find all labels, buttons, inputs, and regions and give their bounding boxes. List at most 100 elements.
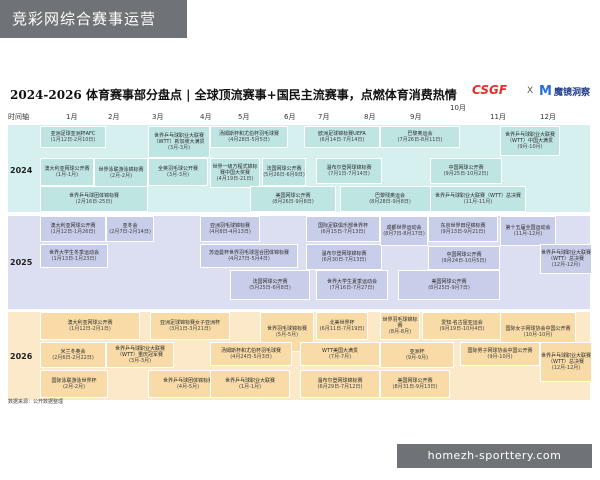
event-dates: (2月16日-25日) xyxy=(75,199,113,205)
event-dates: (6月14日-7月14日) xyxy=(319,137,365,143)
event-dates: (4月19日-21日) xyxy=(216,176,254,182)
event-dates: (1月12日-2月10日) xyxy=(50,137,96,143)
event-dates: (1月-1月) xyxy=(55,172,79,178)
event-name: 世界乒乓球职业大联赛（WTT）新加坡大满贯 xyxy=(153,133,205,145)
month-6: 6月 xyxy=(284,113,296,121)
event-2024-e10: 世界一级方程式锦标赛中国大奖赛(4月19日-21日) xyxy=(210,158,260,188)
event-name: 世界乒乓球职业大联赛（WTT）重庆冠军赛 xyxy=(114,346,165,358)
event-dates: (11月-11月) xyxy=(463,199,493,205)
event-name: 巴黎残奥运会 xyxy=(374,193,405,199)
month-4: 4月 xyxy=(200,113,212,121)
event-2024-e14: 巴黎残奥运会(8月28日-9月8日) xyxy=(340,186,440,212)
event-name: 巴黎奥运会 xyxy=(407,131,433,137)
event-name: 世界乒乓球职业大联赛（WTT）总决赛 xyxy=(435,193,521,199)
event-2026-e47: 国际泳联游泳世界杯(2月-2月) xyxy=(40,370,108,398)
chart-title: 2024-2026 体育赛事部分盘点 | 全球顶流赛事+国民主流赛事，点燃体育消… xyxy=(10,88,457,102)
event-name: 世界乒乓球职业大联赛（WTT）总决赛 xyxy=(541,353,592,365)
event-dates: (4月28日-5月5日) xyxy=(228,137,270,143)
event-dates: (12月-12月) xyxy=(551,262,581,268)
event-dates: (2月6日-2月22日) xyxy=(52,355,94,361)
event-name: 爱知·名古屋亚运会 xyxy=(441,320,483,326)
event-dates: (5月25日-6月8日) xyxy=(249,285,291,291)
event-name: 国际男子网球协会中国公开赛 xyxy=(467,348,533,354)
event-name: 美国网球公开赛 xyxy=(275,193,311,199)
event-name: 澳大利亚网球公开赛 xyxy=(67,320,113,326)
event-name: 亚洲羽毛球锦标赛 xyxy=(209,223,250,229)
event-name: 法国网球公开赛 xyxy=(266,166,302,172)
event-2025-e30: 世界乒乓球职业大联赛（WTT）总决赛(12月-12月) xyxy=(540,244,592,274)
event-2024-e7: 澳大利亚网球公开赛(1月-1月) xyxy=(40,158,94,186)
event-2026-e38: 爱知·名古屋亚运会(9月19日-10月4日) xyxy=(422,312,502,340)
event-2024-e1: 亚洲足球亚洲杯AFC(1月12日-2月10日) xyxy=(40,126,106,148)
event-dates: (8月26日-9月8日) xyxy=(272,199,314,205)
event-2026-e49: 温布尔登网球锦标赛(6月29日-7月12日) xyxy=(300,370,380,398)
event-2024-e9: 全英羽毛球公开赛(3月-3月) xyxy=(148,158,208,186)
event-dates: (2月-2月) xyxy=(109,173,133,179)
month-7: 7月 xyxy=(318,113,330,121)
event-name: 东京世界田径锦标赛 xyxy=(440,223,486,229)
event-dates: (9月13日-9月21日) xyxy=(440,229,486,235)
month-9: 9月 xyxy=(410,113,422,121)
event-2024-e12: 法国网球公开赛(5月26日-6月9日) xyxy=(262,158,306,186)
event-name: 温布尔登网球锦标赛 xyxy=(326,165,372,171)
event-name: 世界乒乓球职业大联赛（WTT）总决赛 xyxy=(541,250,592,262)
event-2025-e29: 第十五届全国运动会(11月-12月) xyxy=(500,216,556,246)
event-name: 汤姆斯杯和尤伯杯羽毛球赛 xyxy=(220,348,281,354)
event-2026-e36: 北美世界杯(6月11日-7月19日) xyxy=(316,312,368,340)
event-2026-e33: 澳大利亚网球公开赛(1月12日-2月1日) xyxy=(40,312,140,340)
event-dates: (9月-10月) xyxy=(517,144,543,150)
event-dates: (4月24日-5月3日) xyxy=(230,354,272,360)
event-2025-e25: 温布尔登网球锦标赛(6月30日-7月13日) xyxy=(306,244,382,270)
event-dates: (1月13日-1月23日) xyxy=(51,256,97,262)
event-2026-e44: 亚洲杯(9月-9月) xyxy=(380,342,454,368)
event-name: 澳大利亚网球公开赛 xyxy=(44,166,90,172)
event-name: 美国网球公开赛 xyxy=(431,279,467,285)
month-10: 10月 xyxy=(450,104,466,112)
event-name: 亚洲足球亚洲杯AFC xyxy=(50,131,96,137)
event-dates: (1月12日-2月1日) xyxy=(69,326,111,332)
event-name: WTT美国大满贯 xyxy=(322,348,358,354)
event-2026-e41: 世界乒乓球职业大联赛（WTT）重庆冠军赛(3月-3月) xyxy=(106,342,174,368)
event-2024-e3: 汤姆斯杯和尤伯杯羽毛球赛(4月28日-5月5日) xyxy=(210,126,288,148)
event-name: 世界乒乓球职业大联赛 xyxy=(224,378,275,384)
event-dates: (6月11日-7月19日) xyxy=(319,326,365,332)
event-dates: (8月7日-8月17日) xyxy=(383,231,425,237)
month-5: 5月 xyxy=(238,113,250,121)
event-dates: (5月-5月) xyxy=(275,332,299,338)
event-dates: (10月-10月) xyxy=(523,332,553,338)
event-dates: (9月-10月) xyxy=(487,354,513,360)
event-2026-e40: 米兰冬奥会(2月6日-2月22日) xyxy=(40,342,106,368)
year-label-2026: 2026 xyxy=(10,352,33,361)
event-dates: (9月19日-10月4日) xyxy=(439,326,485,332)
event-2024-e13: 温布尔登网球锦标赛(7月1日-7月14日) xyxy=(316,158,382,184)
event-dates: (7月-7月) xyxy=(328,354,352,360)
event-name: 国际足联俱乐部世界杯 xyxy=(317,223,368,229)
event-name: 米兰冬奥会 xyxy=(60,349,86,355)
event-name: 成都世界运动会 xyxy=(386,225,422,231)
event-2024-e11: 世界乒乓球团体锦标赛(2月16日-25日) xyxy=(40,186,148,212)
event-dates: (1月12日-1月26日) xyxy=(50,229,96,235)
event-dates: (7月26日-8月11日) xyxy=(397,137,443,143)
event-dates: (6月15日-7月13日) xyxy=(320,229,366,235)
event-name: 全英羽毛球公开赛 xyxy=(157,166,198,172)
event-2025-e20: 世界大学生冬季运动会(1月13日-1月23日) xyxy=(40,244,108,268)
event-2024-e2: 世界乒乓球职业大联赛（WTT）新加坡大满贯(3月-3月) xyxy=(148,126,210,158)
event-name: 国际泳联游泳世界杯 xyxy=(51,378,97,384)
event-dates: (2月-2月) xyxy=(62,384,86,390)
event-2025-e19: 亚冬会(2月7日-2月14日) xyxy=(106,216,154,242)
event-dates: (8月25日-9月7日) xyxy=(428,285,470,291)
event-2026-e42: 汤姆斯杯和尤伯杯羽毛球赛(4月24日-5月3日) xyxy=(210,342,292,366)
month-11: 11月 xyxy=(490,113,506,121)
csgf-logo: CSGF xyxy=(472,83,508,97)
event-dates: (8月28日-9月8日) xyxy=(369,199,411,205)
event-name: 亚洲足球锦标赛女子亚洲杯 xyxy=(159,320,220,326)
event-name: 世界乒乓球职业大联赛（WTT）中国大满贯 xyxy=(504,132,555,144)
event-name: 第十五届全国运动会 xyxy=(505,225,551,231)
event-name: 世界乒乓球团体锦标赛 xyxy=(162,378,213,384)
event-dates: (11月-12月) xyxy=(513,231,543,237)
event-2026-e51: 世界乒乓球职业大联赛(1月-1月) xyxy=(210,370,290,398)
timeline-label: 时间轴 xyxy=(8,113,29,121)
event-2026-e34: 亚洲足球锦标赛女子亚洲杯(3月1日-3月21日) xyxy=(150,312,230,340)
event-dates: (3月-3月) xyxy=(166,172,190,178)
event-dates: (3月1日-3月21日) xyxy=(169,326,211,332)
